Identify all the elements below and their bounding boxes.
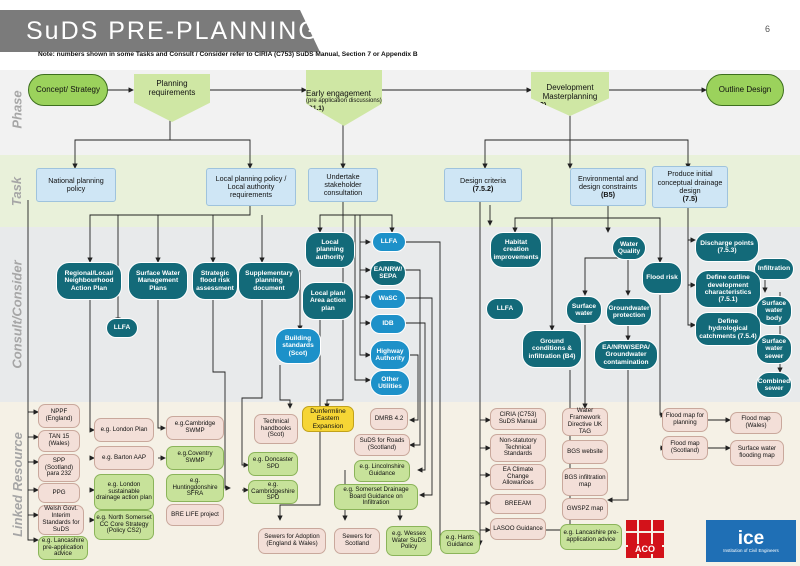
task-national-planning-policy: National planning policy xyxy=(36,168,116,202)
page-number: 6 xyxy=(765,24,771,34)
consult-sfra: Strategic flood risk assessment xyxy=(192,262,238,300)
consult-surface-water: Surface water xyxy=(566,296,602,324)
phase-concept-strategy: Concept/ Strategy xyxy=(28,74,108,106)
aco-logo-text: ACO xyxy=(628,544,662,554)
consult-other-utilities: Other Utilities xyxy=(370,370,410,396)
resource-cambridge-swmp[interactable]: e.g.Cambridge SWMP xyxy=(166,416,224,440)
conceptual-ref: (7.5) xyxy=(682,194,698,204)
early-engagement-ref: (B1.1) xyxy=(306,104,325,112)
consult-llfa-right: LLFA xyxy=(486,298,524,320)
ice-logo-sub: Institution of Civil Engineers xyxy=(723,548,779,553)
consult-groundwater-protection: Groundwater protection xyxy=(606,298,652,326)
ice-logo: ice Institution of Civil Engineers xyxy=(706,520,796,562)
resource-flood-map-wales[interactable]: Flood map (Wales) xyxy=(730,412,782,434)
resource-bgs-infiltration[interactable]: BGS infiltration map xyxy=(562,468,608,496)
consult-water-quality: Water Quality xyxy=(612,236,646,260)
consult-infiltration: Infiltration xyxy=(754,258,794,280)
resource-dmrb[interactable]: DMRB 4.2 xyxy=(370,408,408,430)
consult-supplementary-planning: Supplementary planning document xyxy=(238,262,300,300)
early-engagement-sub: (pre application discussions) xyxy=(306,97,382,104)
phase-outline-design: Outline Design xyxy=(706,74,784,106)
env-constraints-label: Environmental and design constraints xyxy=(578,173,638,191)
resource-sewers-scotland[interactable]: Sewers for Scotland xyxy=(334,528,380,554)
resource-lancashire-left[interactable]: e.g. Lancashire pre-application advice xyxy=(38,536,88,560)
consult-regional-action-plan: Regional/Local/ Neighbourhood Action Pla… xyxy=(56,262,122,300)
resource-technical-handbooks[interactable]: Technical handbooks (Scot) xyxy=(254,414,298,444)
resource-spp[interactable]: SPP (Scotland) para 232 xyxy=(38,454,80,482)
resource-sewers-adoption[interactable]: Sewers for Adoption (England & Wales) xyxy=(258,528,326,554)
resource-wessex-water[interactable]: e.g. Wessex Water SuDS Policy xyxy=(386,526,432,556)
resource-doncaster-spd[interactable]: e.g. Doncaster SPD xyxy=(248,452,298,476)
title-bar xyxy=(0,10,320,52)
resource-dunfermline[interactable]: Dunfermline Eastern Expansion xyxy=(302,406,354,432)
resource-bre-life[interactable]: BRE LIFE project xyxy=(166,504,224,526)
task-stakeholder-consultation: Undertake stakeholder consultation xyxy=(308,168,378,202)
consult-ea-groundwater: EA/NRW/SEPA/ Groundwater contamination xyxy=(594,340,658,370)
resource-ciria[interactable]: CIRIA (C753) SuDS Manual xyxy=(490,408,546,430)
design-criteria-label: Design criteria xyxy=(460,175,506,185)
resource-flood-map-planning[interactable]: Flood map for planning xyxy=(662,408,708,432)
resource-london-plan[interactable]: e.g. London Plan xyxy=(94,418,154,442)
consult-combined-sewer: Combined sewer xyxy=(756,372,792,398)
consult-surface-water-body: Surface water body xyxy=(756,296,792,326)
consult-discharge-points: Discharge points (7.5.3) xyxy=(695,232,759,262)
consult-llfa-mid: LLFA xyxy=(372,232,406,252)
resource-coventry-swmp[interactable]: e.g.Coventry SWMP xyxy=(166,446,224,470)
resource-tan15[interactable]: TAN 15 (Wales) xyxy=(38,430,80,452)
ice-logo-text: ice xyxy=(737,528,765,549)
resource-breeam[interactable]: BREEAM xyxy=(490,494,546,514)
resource-lasoo[interactable]: LASOO Guidance xyxy=(490,518,546,540)
consult-outline-development: Define outline development characteristi… xyxy=(695,270,761,308)
resource-sw-flooding-map[interactable]: Surface water flooding map xyxy=(730,440,784,466)
consult-surface-water-sewer: Surface water sewer xyxy=(756,334,792,364)
resource-flood-map-scotland[interactable]: Flood map (Scotland) xyxy=(662,436,708,460)
task-environmental-constraints: Environmental and design constraints (B5… xyxy=(570,168,646,206)
resource-nppf[interactable]: NPPF (England) xyxy=(38,404,80,428)
dev-master-label: Development Masterplanning xyxy=(542,82,598,101)
consult-local-planning-authority: Local planning authority xyxy=(305,232,355,268)
resource-gwspz[interactable]: GWSPZ map xyxy=(562,498,608,520)
conceptual-label: Produce initial conceptual drainage desi… xyxy=(657,169,723,195)
resource-lincolnshire[interactable]: e.g. Lincolnshire Guidance xyxy=(354,460,410,482)
page-title: SuDS PRE-PLANNING xyxy=(26,17,320,45)
resource-suds-roads[interactable]: SuDS for Roads (Scotland) xyxy=(354,434,410,456)
resource-cambridgeshire-spd[interactable]: e.g. Cambridgeshire SPD xyxy=(248,480,298,504)
design-criteria-ref: (7.5.2) xyxy=(472,184,494,193)
resource-ppg[interactable]: PPG xyxy=(38,483,80,503)
consult-flood-risk: Flood risk xyxy=(642,262,682,294)
resource-bgs-website[interactable]: BGS website xyxy=(562,440,608,464)
resource-north-somerset[interactable]: e.g. North Somerset CC Core Strategy (Po… xyxy=(94,510,154,540)
consult-wasc: WaSC xyxy=(370,289,406,309)
consult-habitat: Habitat creation improvements xyxy=(490,232,542,268)
resource-lancashire-right[interactable]: e.g. Lancashire pre-application advice xyxy=(560,524,622,550)
consult-ground-conditions: Ground conditions & infiltration (B4) xyxy=(522,330,582,368)
resource-barton-aap[interactable]: e.g. Barton AAP xyxy=(94,446,154,470)
task-local-planning-policy: Local planning policy / Local authority … xyxy=(206,168,296,206)
resource-huntingdonshire-sfra[interactable]: e.g. Huntingdonshire SFRA xyxy=(166,474,224,502)
consult-swmp: Surface Water Management Plans xyxy=(128,262,188,300)
env-constraints-ref: (B5) xyxy=(601,190,615,200)
resource-welsh-govt[interactable]: Welsh Govt. Interim Standards for SuDS xyxy=(38,505,84,535)
header-note: Note: numbers shown in some Tasks and Co… xyxy=(38,51,418,58)
consult-building-standards: Building standards (Scot) xyxy=(275,328,321,364)
resource-wfd[interactable]: Water Framework Directive UK TAG xyxy=(562,407,608,436)
task-design-criteria: Design criteria (7.5.2) xyxy=(444,168,522,202)
consult-local-plan-area: Local plan/ Area action plan xyxy=(302,282,354,320)
task-conceptual-drainage: Produce initial conceptual drainage desi… xyxy=(652,166,728,208)
resource-non-statutory[interactable]: Non-statutory Technical Standards xyxy=(490,434,546,462)
resource-ea-climate[interactable]: EA Climate Change Allowances xyxy=(490,464,546,490)
resource-somerset-drainage[interactable]: e.g. Somerset Drainage Board Guidance on… xyxy=(334,484,418,510)
resource-london-sustainable[interactable]: e.g. London sustainable drainage action … xyxy=(94,474,154,510)
early-engagement-label: Early engagement xyxy=(306,88,371,98)
resource-hants-guidance[interactable]: e.g. Hants Guidance xyxy=(440,530,480,554)
consult-ea-nrw-sepa: EA/NRW/ SEPA xyxy=(370,260,406,286)
consult-hydrological-catchments: Define hydrological catchments (7.5.4) xyxy=(695,312,761,346)
consult-highway-authority: Highway Authority xyxy=(370,340,410,370)
consult-llfa-left: LLFA xyxy=(106,318,138,338)
consult-idb: IDB xyxy=(370,314,406,334)
